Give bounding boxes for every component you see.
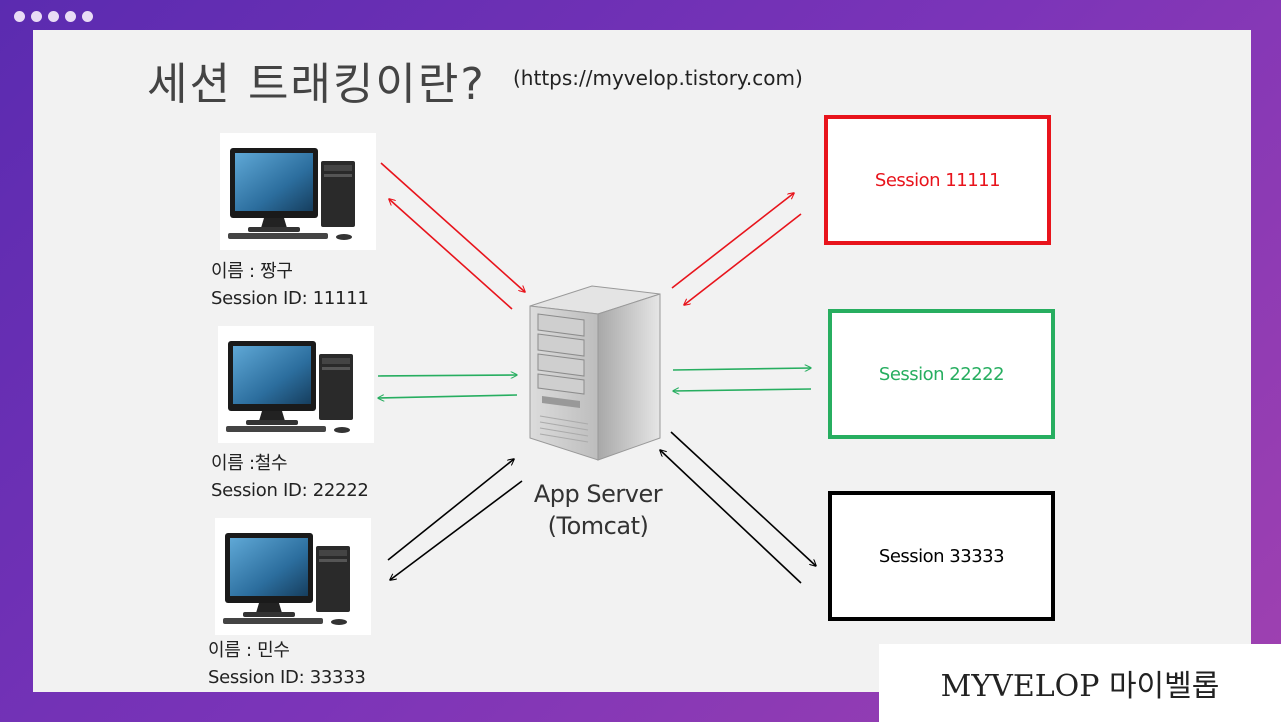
window-dots	[14, 11, 93, 22]
session-box-3: Session 33333	[828, 491, 1055, 621]
session-box-1: Session 11111	[824, 115, 1051, 245]
slide-title: 세션 트래킹이란?	[147, 59, 486, 110]
server-name: App Server	[533, 480, 663, 508]
server-label: App Server (Tomcat)	[520, 478, 676, 542]
session-label: Session 22222	[878, 363, 1005, 385]
arrow-session3-to-server	[660, 450, 802, 584]
window-dot	[31, 11, 42, 22]
client-session-id: Session ID: 33333	[208, 667, 366, 688]
session-box-2: Session 22222	[828, 309, 1055, 439]
arrow-server-to-client2	[378, 394, 518, 398]
computer-icon	[228, 148, 355, 240]
window-dot	[14, 11, 25, 22]
arrow-server-to-session2	[672, 368, 811, 370]
client-name: 이름 :철수	[211, 453, 288, 474]
arrow-server-to-client3	[390, 480, 523, 580]
arrow-server-to-session3	[670, 431, 816, 566]
client-name: 이름 : 짱구	[211, 261, 293, 282]
client-name: 이름 : 민수	[208, 640, 290, 661]
client-session-id: Session ID: 22222	[211, 480, 369, 501]
client-label-2: 이름 :철수 Session ID: 22222	[211, 450, 369, 504]
client-session-id: Session ID: 11111	[211, 288, 369, 309]
client-computer-1	[220, 133, 376, 250]
server-type: (Tomcat)	[547, 512, 649, 540]
watermark: MYVELOP 마이벨롭	[879, 644, 1281, 722]
arrow-server-to-client1	[389, 199, 513, 310]
window-dot	[48, 11, 59, 22]
window-dot	[65, 11, 76, 22]
computer-icon	[223, 533, 350, 625]
arrow-client1-to-server	[380, 162, 525, 292]
arrow-client3-to-server	[387, 459, 514, 561]
client-computer-3	[215, 518, 371, 635]
window-dot	[82, 11, 93, 22]
computer-icon	[226, 341, 353, 433]
arrow-client2-to-server	[377, 375, 517, 376]
client-label-3: 이름 : 민수 Session ID: 33333	[208, 637, 366, 691]
arrow-session1-to-server	[684, 213, 802, 305]
server-icon	[529, 285, 661, 461]
client-label-1: 이름 : 짱구 Session ID: 11111	[211, 258, 369, 312]
arrow-session2-to-server	[673, 389, 812, 391]
session-label: Session 11111	[874, 169, 1001, 191]
client-computer-2	[218, 326, 374, 443]
session-label: Session 33333	[878, 545, 1005, 567]
arrow-server-to-session1	[671, 193, 794, 289]
slide-subtitle: (https://myvelop.tistory.com)	[513, 66, 803, 90]
